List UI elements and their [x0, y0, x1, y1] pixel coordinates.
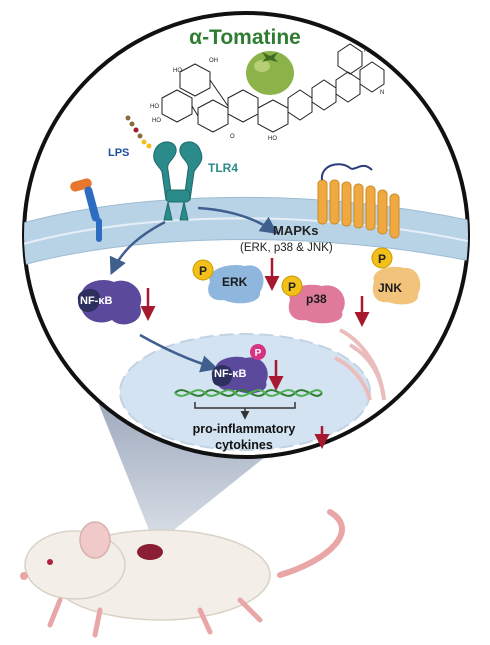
svg-text:H: H	[364, 48, 368, 54]
svg-text:HO: HO	[150, 104, 159, 110]
mouse-illustration	[20, 509, 345, 638]
jnk-label: JNK	[378, 281, 402, 295]
svg-text:OH: OH	[209, 58, 218, 64]
p38-phospho: P	[288, 280, 296, 294]
jnk-phospho: P	[378, 252, 386, 266]
arrow-tlr4-to-mapks	[197, 206, 278, 235]
arrow-nfkb-to-nucleus	[139, 333, 219, 373]
mapks-sublabel: (ERK, p38 & JNK)	[240, 242, 333, 254]
tomato-icon	[246, 51, 294, 95]
nfkb-cytoplasm-label: NF-κB	[80, 295, 112, 307]
lesion	[137, 544, 163, 560]
p38-kinase	[281, 275, 345, 324]
title: α-Tomatine	[189, 26, 301, 49]
structure-atom-labels: HO OH HO HO O HO N H	[150, 48, 384, 142]
arrow-tlr4-to-nfkb	[109, 220, 166, 276]
receptor-left	[70, 178, 102, 242]
svg-text:HO: HO	[152, 118, 161, 124]
tlr4-receptor	[153, 141, 203, 221]
svg-text:N: N	[380, 90, 384, 96]
erk-phospho: P	[199, 264, 207, 278]
nfkb-nucleus-phospho: P	[255, 348, 262, 359]
nfkb-cytoplasm	[77, 279, 142, 325]
cytokines-label-line2: cytokines	[215, 438, 273, 452]
dna-helix	[174, 389, 323, 397]
lps-label: LPS	[108, 147, 129, 159]
svg-text:O: O	[230, 134, 235, 140]
mapks-label: MAPKs	[273, 223, 319, 238]
erk-kinase	[192, 259, 264, 304]
tlr4-label: TLR4	[208, 161, 238, 175]
lps-icon	[125, 115, 152, 149]
jnk-kinase	[371, 247, 421, 305]
erk-label: ERK	[222, 275, 248, 289]
gene-bracket	[194, 402, 296, 418]
endoplasmic-reticulum	[334, 328, 386, 401]
cytokines-label-line1: pro-inflammatory	[193, 422, 296, 436]
gpcr-receptor	[317, 163, 400, 239]
tomatine-structure	[161, 43, 385, 133]
svg-text:HO: HO	[173, 68, 182, 74]
nfkb-nucleus-label: NF-κB	[214, 368, 246, 380]
svg-text:HO: HO	[268, 136, 277, 142]
p38-label: p38	[306, 292, 327, 306]
nfkb-nucleus	[211, 344, 268, 394]
